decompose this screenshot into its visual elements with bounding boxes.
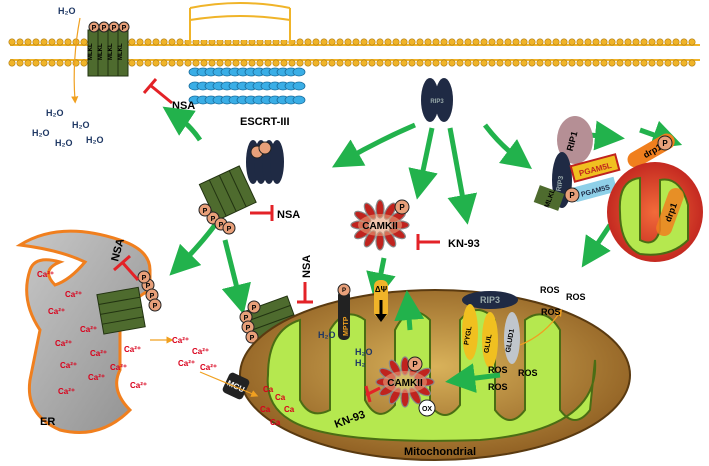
svg-text:Ca²⁺: Ca²⁺ [130,381,147,390]
h2o-top: H₂O [58,6,76,16]
necrosome-pgam5-complex: RIP1 RIP3 MLKL PGAM5L PGAM5S P [533,116,621,211]
svg-text:P: P [662,139,668,148]
svg-text:Ca²⁺: Ca²⁺ [37,270,54,279]
svg-text:Ca²⁺: Ca²⁺ [60,361,77,370]
svg-text:ΔΨ: ΔΨ [375,285,388,294]
pygl-label: PYGL [463,325,473,346]
nsa-label-er: NSA [109,237,127,263]
mcu-channel: MCU [199,371,259,400]
svg-text:Ca: Ca [270,418,281,427]
svg-text:P: P [569,191,575,200]
mlkl-membrane-pore [87,21,130,77]
camkii-cytosol: CAMKII P [350,199,410,251]
svg-text:Ca: Ca [263,385,274,394]
camkii-mito: CAMKII P OX [375,356,436,417]
endoplasmic-reticulum: ER Ca²⁺ Ca²⁺ Ca²⁺ Ca²⁺ Ca²⁺ Ca²⁺ Ca²⁺ Ca… [15,229,152,434]
svg-text:P: P [412,360,418,369]
delta-psi: ΔΨ [374,280,388,322]
escrt-iii-complex: ESCRT-III [188,67,306,128]
nsa-label-top: NSA [172,100,195,112]
svg-text:H₂O: H₂O [355,347,373,357]
svg-text:Ca: Ca [260,405,271,414]
svg-text:ROS: ROS [518,368,538,378]
kn93-label-top: KN-93 [448,238,480,250]
mlkl-rip3-complex [198,140,284,235]
svg-text:P: P [342,288,346,294]
svg-text:Ca²⁺: Ca²⁺ [172,336,189,345]
svg-text:ROS: ROS [541,307,561,317]
cytosolic-calcium: Ca²⁺ Ca²⁺ Ca²⁺ Ca²⁺ [150,336,217,372]
pathway-arrows [162,106,683,315]
glul-label: GLUL [483,333,493,354]
h2o-2: H₂O [72,120,90,130]
svg-text:Ca²⁺: Ca²⁺ [124,345,141,354]
svg-text:H₂O: H₂O [318,330,336,340]
svg-text:Ca²⁺: Ca²⁺ [65,290,82,299]
svg-text:RIP3: RIP3 [430,99,444,105]
glud1-label: GLUD1 [505,328,516,353]
svg-text:RIP3: RIP3 [556,175,566,192]
water-efflux: H₂O H₂O H₂O H₂O H₂O H₂O [32,6,104,148]
nsa-label-mid: NSA [277,209,300,221]
svg-text:ROS: ROS [540,285,560,295]
er-label: ER [40,416,55,428]
nsa-label-mito: NSA [301,255,313,278]
nsa-inhibit-mid: NSA [250,205,300,221]
drp1-mito: drp1 P drp1 [607,133,703,262]
mito-h2o: H₂O H₂ [355,347,373,368]
h2o-3: H₂O [32,128,50,138]
mlkl-er [96,270,162,335]
svg-text:Ca: Ca [275,393,286,402]
svg-text:Ca²⁺: Ca²⁺ [55,339,72,348]
escrt-label: ESCRT-III [240,116,290,128]
ros-labels: ROS ROS ROS ROS ROS ROS [488,285,586,392]
svg-text:RIP3: RIP3 [480,295,500,305]
h2o-5: H₂O [86,135,104,145]
nsa-inhibit-er: NSA [109,237,140,281]
nsa-inhibit-top: NSA [142,78,195,112]
nsa-inhibit-mito: NSA [297,255,313,304]
svg-text:ROS: ROS [566,292,586,302]
svg-text:ROS: ROS [488,382,508,392]
rip3-metabolic-complex: RIP3 PYGL GLUL GLUD1 [462,291,562,368]
mitochondrion: Mitochondrial Ca Ca Ca Ca Ca [239,289,631,461]
kn93-inhibit-top: KN-93 [416,234,480,250]
mito-label: Mitochondrial [404,446,476,458]
svg-text:P: P [399,203,405,212]
svg-text:Ca²⁺: Ca²⁺ [90,349,107,358]
plasma-membrane [8,38,700,67]
svg-text:Ca²⁺: Ca²⁺ [192,347,209,356]
rip3-center: RIP3 [421,78,453,122]
svg-text:Ca²⁺: Ca²⁺ [110,363,127,372]
svg-text:Ca: Ca [284,405,295,414]
camkii-label-mito: CAMKII [387,378,423,389]
svg-text:Ca²⁺: Ca²⁺ [178,359,195,368]
svg-text:Ca²⁺: Ca²⁺ [80,325,97,334]
h2o-4: H₂O [55,138,73,148]
svg-text:Ca²⁺: Ca²⁺ [58,387,75,396]
h2o-1: H₂O [46,108,64,118]
svg-text:ROS: ROS [488,365,508,375]
mptp-label: MPTP [343,316,350,336]
svg-text:Ca²⁺: Ca²⁺ [48,307,65,316]
ox-label: OX [422,406,432,413]
membrane-bud [185,0,295,45]
camkii-label-top: CAMKII [362,221,398,232]
svg-text:Ca²⁺: Ca²⁺ [200,363,217,372]
svg-text:H₂: H₂ [355,358,366,368]
ros-arrow [445,363,501,394]
mptp-channel: P MPTP H₂O [318,283,351,340]
svg-text:Ca²⁺: Ca²⁺ [88,373,105,382]
mito-arrow-up [394,290,425,331]
